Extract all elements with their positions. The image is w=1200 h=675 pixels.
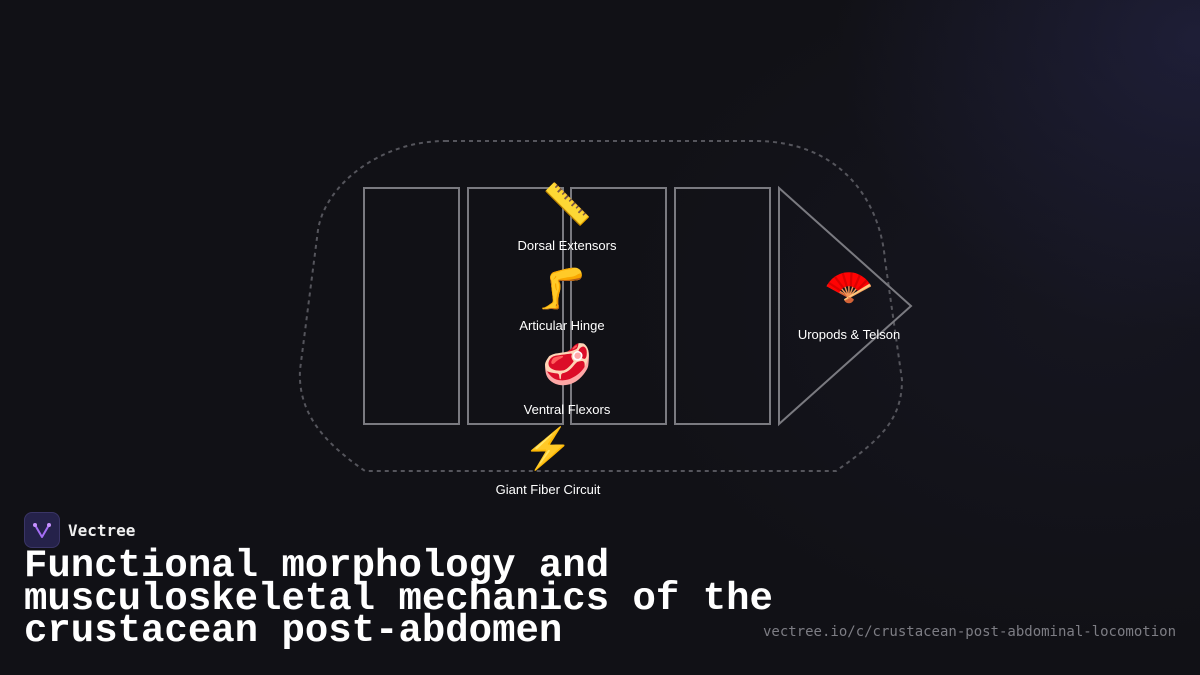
leg-icon: 🦵	[537, 265, 587, 311]
node-label: Articular Hinge	[519, 318, 604, 333]
node-label: Dorsal Extensors	[518, 238, 617, 253]
body-outline	[298, 140, 904, 472]
node-dorsal-extensors: 📏 Dorsal Extensors	[518, 181, 617, 253]
telson-segment	[778, 185, 913, 427]
node-ventral-flexors: 🥩 Ventral Flexors	[524, 341, 611, 417]
node-articular-hinge: 🦵 Articular Hinge	[519, 265, 604, 333]
page-title: Functional morphology and musculoskeleta…	[24, 544, 773, 653]
node-uropods-telson: 🪭 Uropods & Telson	[798, 265, 900, 342]
node-label: Ventral Flexors	[524, 402, 611, 417]
node-label: Uropods & Telson	[798, 327, 900, 342]
ruler-icon: 📏	[542, 181, 592, 227]
segment-2	[467, 187, 564, 425]
source-url: vectree.io/c/crustacean-post-abdominal-l…	[762, 624, 1176, 640]
node-giant-fiber-circuit: ⚡ Giant Fiber Circuit	[496, 425, 601, 497]
meat-icon: 🥩	[542, 341, 592, 388]
lightning-icon: ⚡	[523, 425, 573, 472]
brand-name: Vectree	[68, 520, 136, 540]
vectree-logo-icon	[24, 512, 60, 548]
segment-1	[363, 187, 460, 425]
fan-icon: 🪭	[824, 265, 874, 309]
brand: Vectree	[24, 512, 135, 548]
node-label: Giant Fiber Circuit	[496, 482, 601, 497]
segment-4	[674, 187, 771, 425]
segment-3	[570, 187, 667, 425]
